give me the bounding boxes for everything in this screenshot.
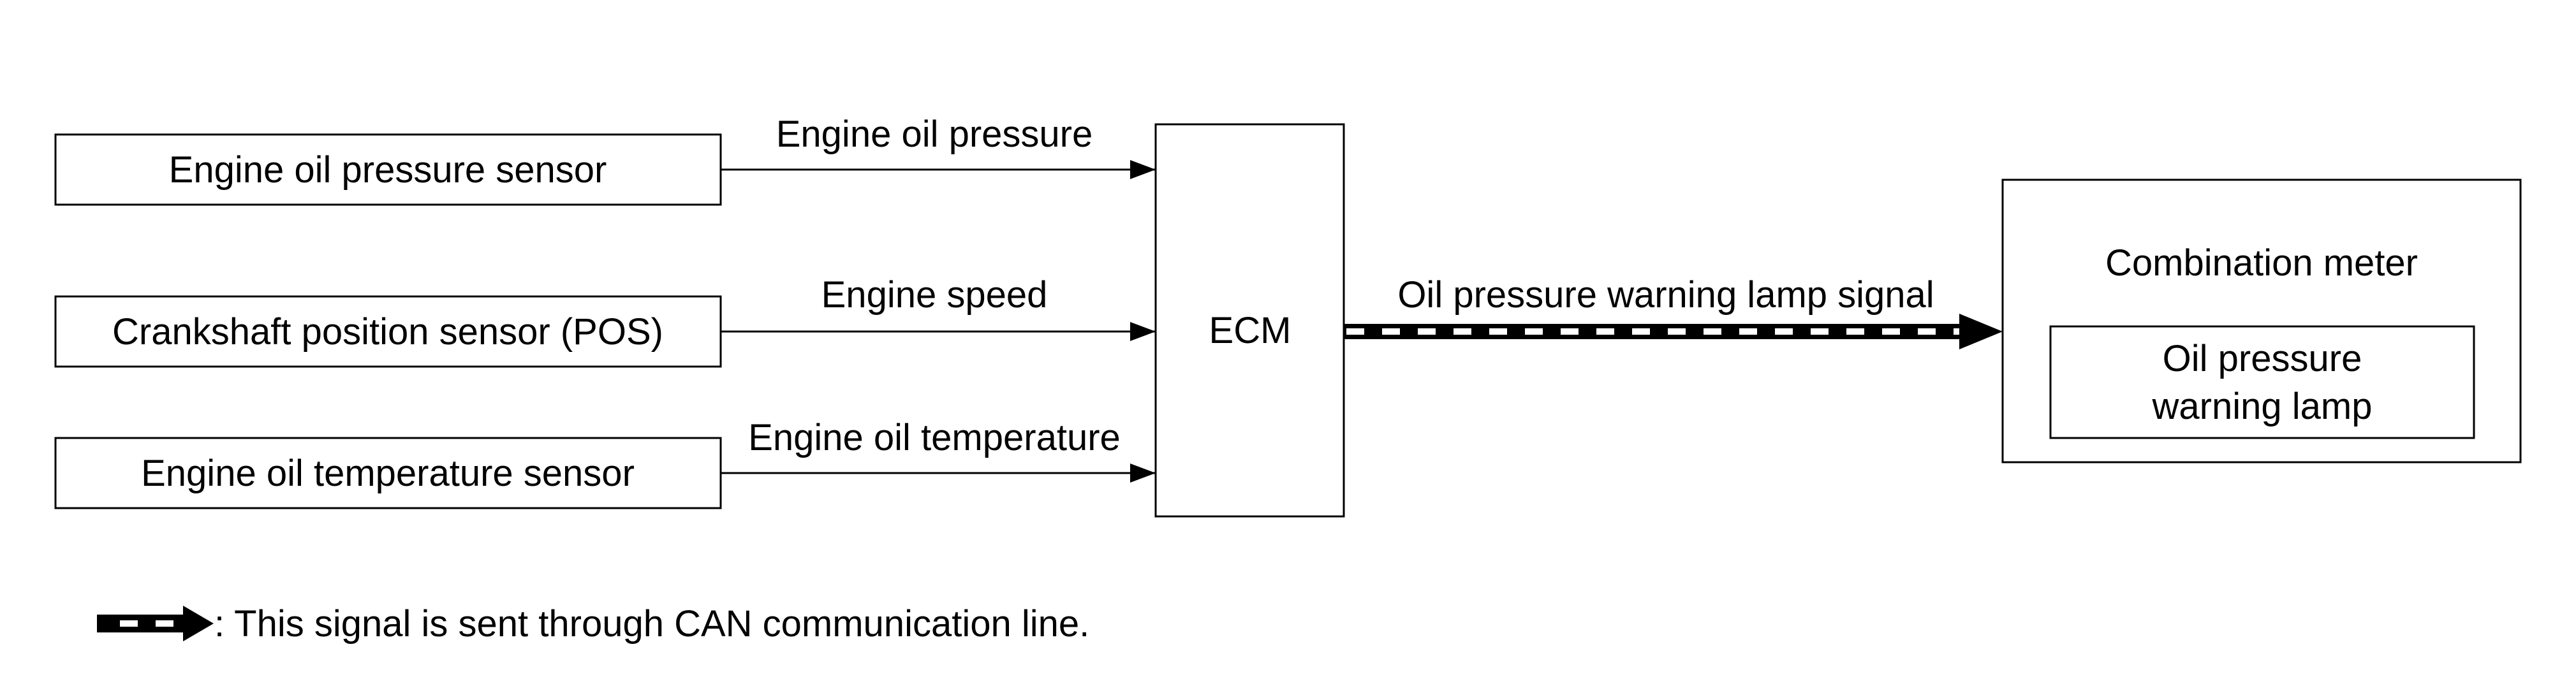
signal-label-engine-oil-pressure: Engine oil pressure [776,113,1093,155]
ecm-box: ECM [1154,123,1345,518]
lamp-label-line1: Oil pressure [2163,338,2362,379]
input-box-label: Crankshaft position sensor (POS) [112,311,663,353]
ecm-label: ECM [1209,310,1292,351]
input-box-engine-oil-pressure-sensor: Engine oil pressure sensor [54,133,722,206]
lamp-label-line2: warning lamp [2152,386,2373,427]
legend: : This signal is sent through CAN commun… [97,603,1089,645]
input-box-label: Engine oil pressure sensor [169,149,607,191]
input-box-label: Engine oil temperature sensor [141,453,635,494]
signal-label-engine-oil-temperature: Engine oil temperature [748,417,1121,458]
combination-meter-box: Combination meter Oil pressure warning l… [2001,179,2522,463]
can-signal-arrow [1344,314,2003,349]
input-box-crankshaft-position-sensor: Crankshaft position sensor (POS) [54,295,722,368]
combination-meter-label: Combination meter [2105,242,2418,284]
input-box-engine-oil-temperature-sensor: Engine oil temperature sensor [54,437,722,509]
can-line-legend-icon [97,606,214,641]
legend-text: : This signal is sent through CAN commun… [214,603,1089,645]
signal-label-engine-speed: Engine speed [821,274,1048,316]
signal-label-oil-pressure-warning-lamp-signal: Oil pressure warning lamp signal [1397,274,1934,316]
oil-pressure-warning-lamp-box: Oil pressure warning lamp [2049,325,2475,439]
